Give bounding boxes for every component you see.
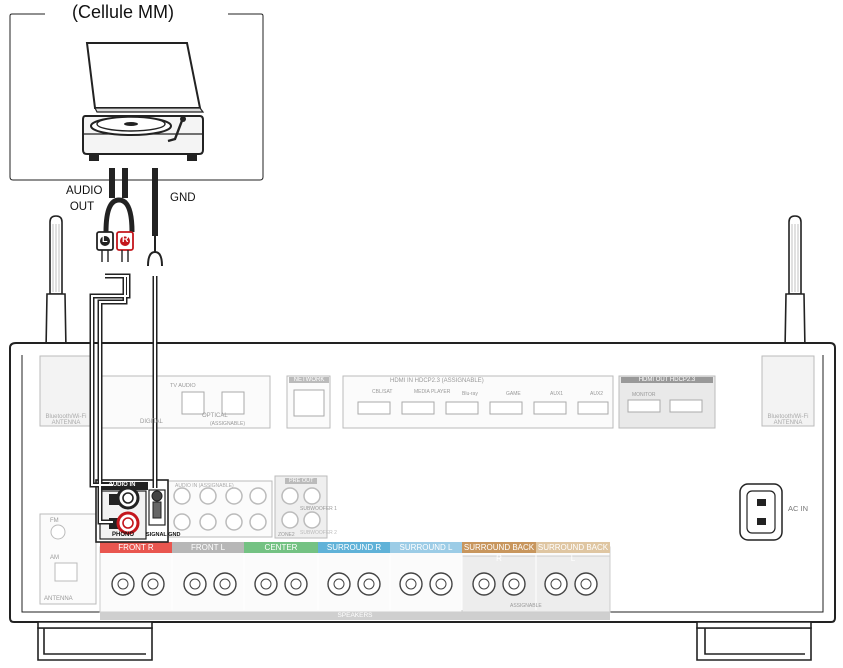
- ac-in-label: AC IN: [788, 504, 809, 513]
- signal-gnd-label: SIGNAL GND: [146, 532, 181, 538]
- hdmi-out-monitor-label: MONITOR: [632, 392, 656, 398]
- audio-out-line2: OUT: [69, 201, 95, 213]
- hdmi-input-3: Blu-ray: [462, 391, 478, 397]
- audio-out-line1: AUDIO: [66, 185, 103, 197]
- assignable-small-label: ASSIGNABLE: [510, 603, 542, 609]
- digital-label: DIGITAL: [140, 419, 163, 425]
- antenna-right: [784, 215, 806, 351]
- subwoofer2-label: SUBWOOFER 2: [300, 530, 337, 536]
- audio-out-label: AUDIO OUT: [66, 183, 103, 215]
- plug-left-label: L: [102, 234, 108, 244]
- hdmi-in-label: HDMI IN HDCP2.3 (ASSIGNABLE): [390, 378, 484, 384]
- turntable-caption: (Cellule MM): [72, 2, 175, 22]
- speakers-label: SPEAKERS: [337, 612, 373, 619]
- antenna-left: [45, 215, 67, 351]
- antenna-right-label: Bluetooth/Wi-Fi ANTENNA: [767, 414, 809, 426]
- speaker-header-front-l: FRONT L: [172, 542, 244, 553]
- turntable-icon: [82, 42, 205, 161]
- speaker-header-surround-back-l: SURROUND BACK L: [536, 542, 610, 563]
- audio-in-label: AUDIO IN: [108, 482, 136, 488]
- hdmi-input-4: GAME: [506, 391, 521, 397]
- hdmi-input-6: AUX2: [590, 391, 604, 397]
- phono-label: PHONO: [112, 532, 135, 538]
- fm-label: FM: [50, 518, 59, 524]
- hdmi-input-1: CBL/SAT: [372, 389, 393, 395]
- pre-out-label: PRE OUT: [285, 478, 318, 484]
- speaker-header-surround-back-r: SURROUND BACK R: [462, 542, 536, 563]
- am-label: AM: [50, 555, 59, 561]
- zone2-label: ZONE2: [278, 532, 295, 538]
- hdmi-input-2: MEDIA PLAYER: [414, 389, 451, 395]
- speaker-header-front-r: FRONT R: [100, 542, 172, 553]
- speaker-header-surround-l: SURROUND L: [390, 542, 462, 553]
- network-label: NETWORK: [289, 377, 329, 383]
- hdmi-out-label: HDMI OUT HDCP2.3: [621, 377, 713, 383]
- plug-right-label: R: [122, 234, 129, 244]
- subwoofer1-label: SUBWOOFER 1: [300, 506, 337, 512]
- hdmi-input-5: AUX1: [550, 391, 564, 397]
- audio-in-top-label: AUDIO IN (ASSIGNABLE): [175, 483, 234, 489]
- assignable-label: (ASSIGNABLE): [210, 421, 246, 427]
- antenna-left-label: Bluetooth/Wi-Fi ANTENNA: [45, 414, 87, 426]
- optical-tv-label: TV AUDIO: [170, 383, 196, 389]
- optical-label: OPTICAL: [202, 413, 228, 419]
- speaker-header-surround-r: SURROUND R: [318, 542, 390, 553]
- speaker-header-center: CENTER: [244, 542, 318, 553]
- gnd-label: GND: [170, 192, 196, 204]
- tuner-antenna-label: ANTENNA: [44, 596, 73, 602]
